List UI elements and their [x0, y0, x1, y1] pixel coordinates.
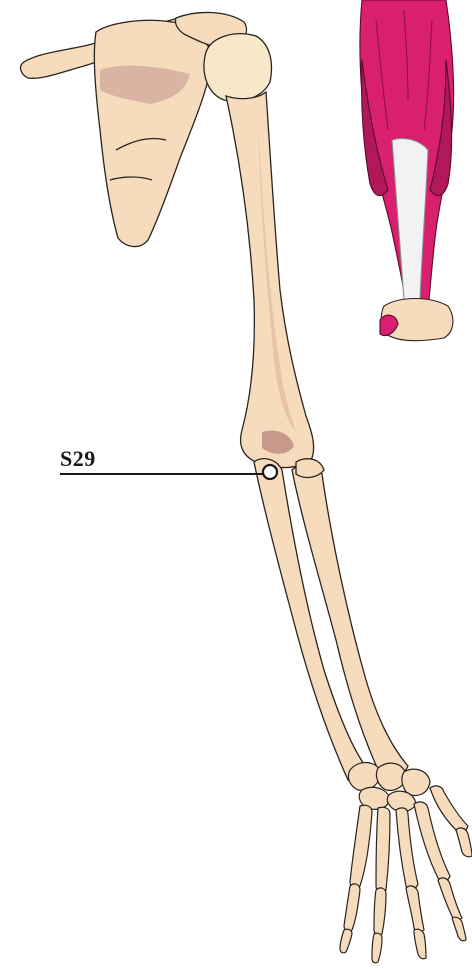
calf-muscles [360, 0, 454, 341]
acupoint-circle-icon[interactable] [263, 465, 277, 479]
radius-head [296, 459, 324, 478]
metacarpal-3 [396, 808, 418, 889]
metacarpal-1 [350, 805, 372, 888]
phalanx-1b [340, 929, 352, 953]
humerus-shaft [226, 92, 314, 468]
phalanx-2b [372, 933, 382, 963]
point-label: S29 [60, 446, 96, 472]
phalanx-3b [414, 929, 426, 959]
phalanx-4a [438, 878, 462, 920]
phalanx-5 [456, 828, 472, 857]
phalanx-2a [374, 888, 386, 935]
phalanx-4b [452, 917, 466, 941]
metacarpal-2 [376, 807, 390, 892]
hand [340, 763, 472, 963]
carpal-3 [402, 769, 430, 795]
scapula [94, 20, 212, 246]
humerus [204, 34, 314, 468]
forearm [254, 459, 408, 783]
phalanx-1a [344, 884, 360, 931]
humerus-head [204, 34, 271, 101]
carpal-1 [348, 763, 380, 791]
phalanx-3a [406, 886, 424, 932]
metacarpal-5 [430, 786, 468, 832]
